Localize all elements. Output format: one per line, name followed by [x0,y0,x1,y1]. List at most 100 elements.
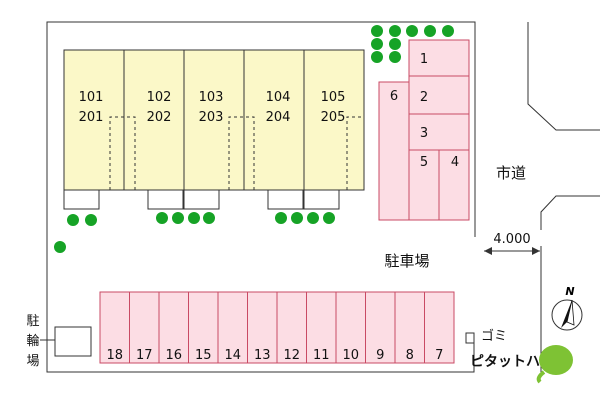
unit-block-2 [123,49,185,191]
road-width-dimension: 4.000 [482,230,542,255]
tree [424,25,436,37]
parking-stall-13 [247,291,278,364]
tree [389,51,401,63]
tree [389,38,401,50]
garbage-area [465,332,475,344]
city-road-label: 市道 [496,164,526,182]
parking-stall-18 [99,291,130,364]
tree [275,212,287,224]
dimension-bg [482,230,542,246]
tree [291,212,303,224]
porch [63,189,100,210]
site-boundary [46,21,476,373]
road-edge [540,195,600,372]
unit-block-5 [303,49,365,191]
tree [156,212,168,224]
tree [442,25,454,37]
road-edge [527,22,600,131]
tree [406,25,418,37]
road-width-label: 4.000 [493,232,530,247]
stall-label: 6 [390,89,398,104]
tree [307,212,319,224]
brand-leaf [539,345,573,375]
unit-label-bottom: 202 [147,110,172,125]
bike-parking-label: 場 [26,354,39,369]
parking-stall-7 [424,291,455,364]
bike-parking-box [54,326,92,357]
stair-outline [228,116,255,190]
stall-label: 15 [195,348,212,363]
parking-stall-11 [306,291,337,364]
arrow-right [532,247,540,255]
bike-parking-label: 輪 [26,333,39,349]
tree [371,25,383,37]
stall-label: 1 [420,52,428,67]
parking-right: 1 2 3 4 5 6 [378,39,470,221]
unit-label-top: 103 [199,90,224,105]
stair-outline [346,116,364,190]
stall-label: 3 [420,126,428,141]
parking-stall-5 [408,149,440,221]
stall-label: 14 [224,348,241,363]
stall-label: 16 [165,348,182,363]
unit-label-bottom: 201 [79,110,104,125]
unit-label-bottom: 205 [321,110,346,125]
apartment-building: 101 201 102 202 103 203 104 204 105 205 [63,49,365,210]
stall-label: 11 [313,348,330,363]
north-arrow: N [551,285,583,331]
parking-stall-2 [408,75,470,115]
stall-label: 17 [136,348,153,363]
stall-label: 12 [283,348,300,363]
tree [389,25,401,37]
porch [303,189,340,210]
stall-label: 18 [106,348,123,363]
tree [203,212,215,224]
parking-area-label: 駐車場 [384,252,429,270]
arrow-left [484,247,492,255]
parking-bottom: 18 17 16 15 14 13 12 11 10 9 8 7 [99,291,455,364]
tree [172,212,184,224]
unit-label-bottom: 204 [266,110,291,125]
city-road: 市道 [496,22,600,372]
parking-stall-12 [276,291,307,364]
tree [67,214,79,226]
parking-stall-6 [378,81,410,221]
stall-label: 7 [435,348,443,363]
tree [188,212,200,224]
compass-needle [561,300,572,328]
stall-label: 8 [406,348,414,363]
stall-label: 4 [451,155,459,170]
porch [267,189,304,210]
parking-stall-17 [129,291,160,364]
tree [371,38,383,50]
compass-needle-tail [566,299,575,326]
parking-stall-4 [438,149,470,221]
north-label: N [565,285,574,298]
parking-stall-3 [408,113,470,151]
unit-label-bottom: 203 [199,110,224,125]
parking-stall-14 [217,291,248,364]
parking-stall-8 [394,291,425,364]
stall-label: 13 [254,348,271,363]
parking-stall-10 [335,291,366,364]
parking-stall-9 [365,291,396,364]
parking-stall-15 [188,291,219,364]
brand-logo: ピタットハウス [470,345,573,384]
stair-outline [109,116,136,190]
stall-label: 9 [376,348,384,363]
unit-label-top: 102 [147,90,172,105]
porch [183,189,220,210]
stall-label: 10 [342,348,359,363]
garbage-label: ゴミ [481,328,507,344]
unit-label-top: 101 [79,90,104,105]
stall-label: 2 [420,90,428,105]
unit-label-top: 105 [321,90,346,105]
unit-label-top: 104 [266,90,291,105]
parking-stall-1 [408,39,470,77]
brand-leaf-stem [536,370,546,384]
stall-label: 5 [420,155,428,170]
tree [323,212,335,224]
trees [54,25,454,253]
tree [371,51,383,63]
